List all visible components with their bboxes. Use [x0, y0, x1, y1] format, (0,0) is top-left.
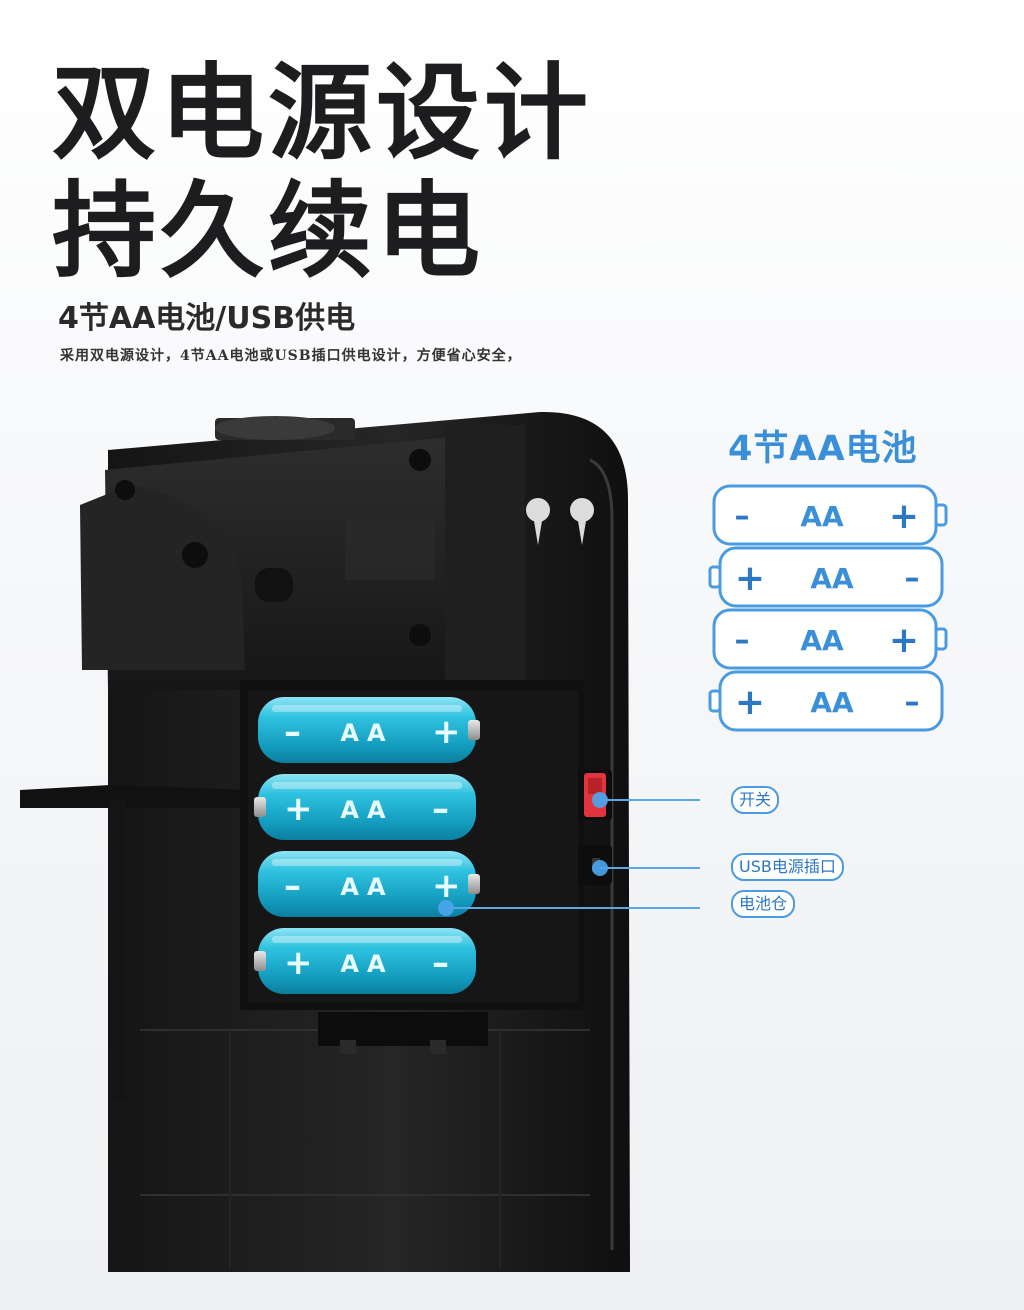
- mounting-hole-icons: [526, 498, 594, 545]
- headline-line-2: 持久续电: [52, 170, 485, 292]
- minus-icon: –: [284, 712, 301, 752]
- battery-diagram-4: + AA –: [708, 670, 944, 732]
- battery-1-right-terminal: +: [889, 496, 919, 537]
- battery-2-right-terminal: –: [905, 561, 920, 596]
- subheading: 4节AA电池/USB供电: [58, 301, 356, 336]
- battery-3-right-terminal: +: [889, 620, 919, 661]
- callout-usb-port-label: USB电源插口: [731, 853, 844, 881]
- description: 采用双电源设计，4节AA电池或USB插口供电设计，方便省心安全，: [60, 348, 522, 364]
- product-battery-label: AA: [340, 950, 393, 978]
- callout-dots: [438, 792, 608, 916]
- side-flange: [20, 785, 250, 1100]
- product-battery-1: + – AA: [258, 697, 480, 763]
- callout-battery-compartment-label: 电池仓: [731, 890, 796, 918]
- minus-icon: –: [284, 866, 301, 906]
- plus-icon: +: [432, 866, 461, 906]
- pump-mechanism: [80, 416, 525, 690]
- battery-3-left-terminal: –: [735, 623, 750, 658]
- product-battery-label: AA: [340, 873, 393, 901]
- product-illustration: + – AA + – AA + – AA + – AA: [20, 411, 700, 1272]
- battery-4-right-terminal: –: [905, 685, 920, 720]
- product-battery-label: AA: [340, 796, 393, 824]
- product-battery-label: AA: [340, 719, 393, 747]
- plus-icon: +: [432, 712, 461, 752]
- battery-4-label: AA: [810, 686, 854, 719]
- battery-1-label: AA: [800, 500, 844, 533]
- battery-panel-title: 4节AA电池: [728, 429, 918, 469]
- battery-diagram-2: + AA –: [708, 546, 944, 608]
- battery-4-left-terminal: +: [735, 682, 765, 723]
- callout-switch-label: 开关: [731, 786, 780, 814]
- product-battery-3: + – AA: [258, 851, 480, 917]
- battery-diagram-1: – AA +: [712, 484, 948, 546]
- battery-1-left-terminal: –: [735, 499, 750, 534]
- product-battery-stack: + – AA + – AA + – AA + – AA: [254, 697, 480, 994]
- product-battery-2: + – AA: [254, 774, 476, 840]
- battery-3-label: AA: [800, 624, 844, 657]
- product-battery-4: + – AA: [254, 928, 476, 994]
- battery-2-label: AA: [810, 562, 854, 595]
- battery-diagram-3: – AA +: [712, 608, 948, 670]
- minus-icon: –: [432, 943, 449, 983]
- minus-icon: –: [432, 789, 449, 829]
- callout-lines: [446, 799, 700, 909]
- plus-icon: +: [284, 789, 313, 829]
- battery-2-left-terminal: +: [735, 558, 765, 599]
- plus-icon: +: [284, 943, 313, 983]
- headline-line-1: 双电源设计: [52, 52, 593, 174]
